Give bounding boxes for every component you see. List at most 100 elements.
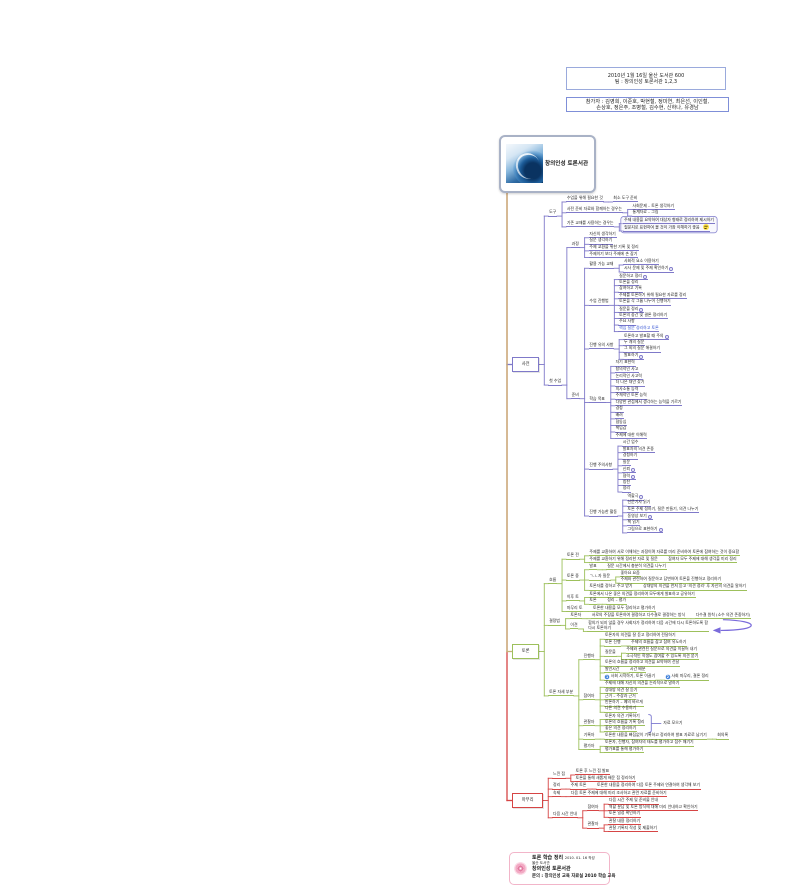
central-topic[interactable]: 창의인성 토론서관 xyxy=(499,135,596,193)
subtopic[interactable]: 진행 가능한 활동 xyxy=(588,509,618,517)
subtopic[interactable]: 다른 의견 수용하기 xyxy=(604,705,637,713)
subtopic[interactable]: 과정 xyxy=(570,241,580,249)
subtopic[interactable]: 토론의 중간 및 결론 정리하기 xyxy=(618,312,668,319)
subtopic[interactable]: 이견 xyxy=(569,622,579,630)
subtopic[interactable]: 토론의 흐름을 정리하고 의견을 요약하여 전달 xyxy=(604,659,680,667)
subtopic[interactable]: 좋은 의견 정리하기 xyxy=(604,725,637,733)
subtopic[interactable]: 책 읽기 xyxy=(626,519,641,527)
subtopic[interactable]: 주제이기 보다 주제에 손 잡기 xyxy=(588,251,639,258)
subtopic[interactable]: 회의록 xyxy=(716,732,729,740)
subtopic[interactable]: 경청 xyxy=(614,405,624,413)
subtopic[interactable]: 자신의 생각하기 xyxy=(588,231,617,239)
subtopic[interactable]: 발표자의 의견 존중 xyxy=(621,446,655,454)
subtopic[interactable]: 다수결 원칙 (소수 의견 존중하기) xyxy=(694,612,751,620)
subtopic[interactable]: 합의가 되지 않을 경우 사회자가 정리하여 다음 시간에 다시 토론하도록 함… xyxy=(587,620,709,632)
subtopic[interactable]: 시사 문제 및 주제 확인하기 xyxy=(623,265,675,273)
subtopic[interactable]: 통계자료 – 그림 xyxy=(631,209,660,217)
subtopic[interactable]: 좋아요 요즘 xyxy=(619,570,641,578)
subtopic[interactable]: 참여자 xyxy=(582,693,596,701)
subtopic[interactable]: 주제를 교환하기 위해 정리한 자료 및 질문 xyxy=(588,556,659,564)
subtopic[interactable]: 발언시간 xyxy=(604,666,621,674)
subtopic[interactable]: 토론하고 발표할 때 주의 xyxy=(623,333,670,341)
subtopic[interactable]: 역할 분담 및 토론 방식에 대해 미리 안내하고 확인하기 xyxy=(608,804,699,812)
subtopic[interactable]: 흐름 xyxy=(548,577,558,585)
subtopic[interactable]: 주제에 대해 자신의 의견을 논리적으로 말하기 xyxy=(604,680,680,688)
subtopic[interactable]: 이후 토 xyxy=(566,594,580,602)
subtopic[interactable]: 토론 일정 확인하기 xyxy=(608,810,641,818)
subtopic[interactable]: 신문기사 읽기 xyxy=(626,499,652,507)
subtopic[interactable]: 토론자, 진행자, 참여자의 태도를 평가하고 점수 매기기 xyxy=(604,739,695,747)
subtopic[interactable]: 관찰자 xyxy=(586,821,600,829)
subtopic[interactable]: 주제를 토론하기 위해 필요한 자료를 정리 xyxy=(618,292,687,300)
subtopic[interactable]: 사회문제 – 토론 생각하기 xyxy=(631,203,675,211)
participants-box[interactable]: 참가자 : 김영희, 이준호, 박현철, 정미연, 최은선, 이인철, 손상호,… xyxy=(566,97,729,112)
subtopic[interactable]: 발표 xyxy=(588,563,598,571)
subtopic[interactable]: 질문하고 정리 xyxy=(618,273,648,281)
main-topic[interactable]: 토론 xyxy=(512,644,540,659)
subtopic[interactable]: 진행 주의사항 xyxy=(588,462,613,470)
subtopic[interactable]: 토론한 내용을 모두 정리하고 평가하기 xyxy=(592,605,657,612)
subtopic[interactable]: 정리 – 평가 xyxy=(606,597,627,605)
subtopic[interactable]: 질문을 xyxy=(604,649,617,657)
subtopic[interactable]: 주제에 대한 이해력 xyxy=(614,432,648,440)
subtopic[interactable]: ㄱ-ㄴ자 질문 xyxy=(588,573,611,581)
subtopic[interactable]: 주제를 교환하여 서로 이해하는 과정이며 자료를 미리 준비하여 토론에 참여… xyxy=(588,549,740,557)
subtopic[interactable]: 사회적 요소 이용하기 xyxy=(623,258,660,266)
subtopic[interactable]: 관찰자 xyxy=(582,719,596,727)
subtopic[interactable]: 토론 자세 부분 xyxy=(548,689,574,697)
subtopic[interactable]: 첫 수업 xyxy=(548,378,562,386)
subtopic[interactable]: 창의적인 사고 xyxy=(614,366,640,374)
subtopic[interactable]: 토론자의 의견을 잘 듣고 정리하여 전달하기 xyxy=(604,632,677,640)
subtopic[interactable]: 수업 진행법 xyxy=(588,298,610,306)
title-box[interactable]: 2010년 1월 16일 울산 도서관 600 팀 : 창의인성 토론서관 1,… xyxy=(566,67,726,90)
subtopic[interactable]: 자기 표현력 xyxy=(614,360,636,367)
subtopic[interactable]: 주제의 흐름을 잡고 참여 유도하기 xyxy=(630,639,687,647)
subtopic[interactable]: 주체적인 토론 능력 xyxy=(614,392,648,400)
subtopic[interactable]: 관찰 기록지 작성 및 제출하기 xyxy=(608,825,658,832)
subtopic[interactable]: 다음 토론 주제에 대해 미리 조사하고 관련 자료를 준비하기 xyxy=(570,790,668,798)
subtopic[interactable]: 토론의 흐름을 기록 정리 xyxy=(604,719,646,727)
subtopic[interactable]: 협동심 xyxy=(614,419,628,426)
subtopic[interactable]: 학습 목표 xyxy=(588,396,606,403)
subtopic[interactable]: 진행 유의 사항 xyxy=(588,342,615,350)
subtopic[interactable]: 정리 xyxy=(621,485,631,493)
subtopic[interactable]: 토론을 정리 xyxy=(618,279,640,287)
subtopic[interactable]: 평가자 xyxy=(582,743,596,750)
subtopic[interactable]: 그림으로 표현하기 xyxy=(626,526,664,534)
subtopic[interactable]: 다음 시간 안내 xyxy=(552,811,578,819)
subtopic[interactable]: 다양한 관점에서 생각하는 능력을 기르기 xyxy=(614,399,683,407)
main-topic[interactable]: 마무리 xyxy=(512,793,544,808)
subtopic[interactable]: 동영상 보기 xyxy=(626,513,653,521)
subtopic[interactable]: 기록자 xyxy=(582,732,596,740)
subtopic[interactable]: 질문지로 표현하여 볼 것이 가장 이해하기 좋음 xyxy=(623,223,710,232)
subtopic[interactable]: 두 개의 질문 xyxy=(623,339,646,347)
hyperlink-topic[interactable]: 핵심 질문 정리하고 토론 xyxy=(618,325,660,333)
subtopic[interactable]: 주제와 관련된 질문으로 의견을 이끌어 내기 xyxy=(625,646,698,654)
subtopic[interactable]: 토론을 통해 새롭게 배운 점 정리하기 xyxy=(574,775,637,783)
subtopic[interactable]: 협력 xyxy=(621,473,636,480)
subtopic[interactable]: 질문 시간에서 충분히 의견을 나누기 xyxy=(606,563,667,571)
subtopic[interactable]: 신뢰 xyxy=(621,466,636,474)
subtopic[interactable]: 칭찬 xyxy=(621,479,631,486)
main-topic[interactable]: 사전 xyxy=(512,357,540,372)
subtopic[interactable]: 논리적인 사고력 xyxy=(614,373,643,380)
subtopic[interactable]: 상대방 의견 잘 듣기 xyxy=(604,687,639,695)
subtopic[interactable]: 그 외의 질문 해결하기 xyxy=(623,345,661,353)
subtopic[interactable]: 근거 – 주장과 근거 xyxy=(604,693,637,701)
subtopic[interactable]: 시간 배분 xyxy=(629,666,647,674)
subtopic[interactable]: 주제와 관련하여 질문하고 답변하며 토론을 진행하고 정리하기 xyxy=(619,576,722,584)
subtopic[interactable]: 의사소통 능력 xyxy=(614,386,640,394)
subtopic[interactable]: 마무리 토 xyxy=(566,605,584,612)
subtopic[interactable]: 배려 xyxy=(614,412,624,420)
subtopic[interactable]: 다음 시간 주제 및 준비물 안내 xyxy=(608,797,659,805)
subtopic[interactable]: 평가표를 통해 평가하기 xyxy=(604,746,645,754)
subtopic[interactable]: 관찰 내용 정리하기 xyxy=(608,818,641,826)
subtopic[interactable]: 역할극 xyxy=(626,493,645,501)
subtopic[interactable]: 토론자 의견 기록하기 xyxy=(604,713,641,720)
subtopic[interactable]: 토론 후 느낀 점 발표 xyxy=(574,768,610,776)
subtopic[interactable]: 수업을 위해 필요한 것 xyxy=(566,195,604,203)
subtopic[interactable]: 활용 가능 교재 xyxy=(588,261,615,269)
subtopic[interactable]: 토론을 각 그룹 나누어 진행하기 xyxy=(618,298,672,306)
